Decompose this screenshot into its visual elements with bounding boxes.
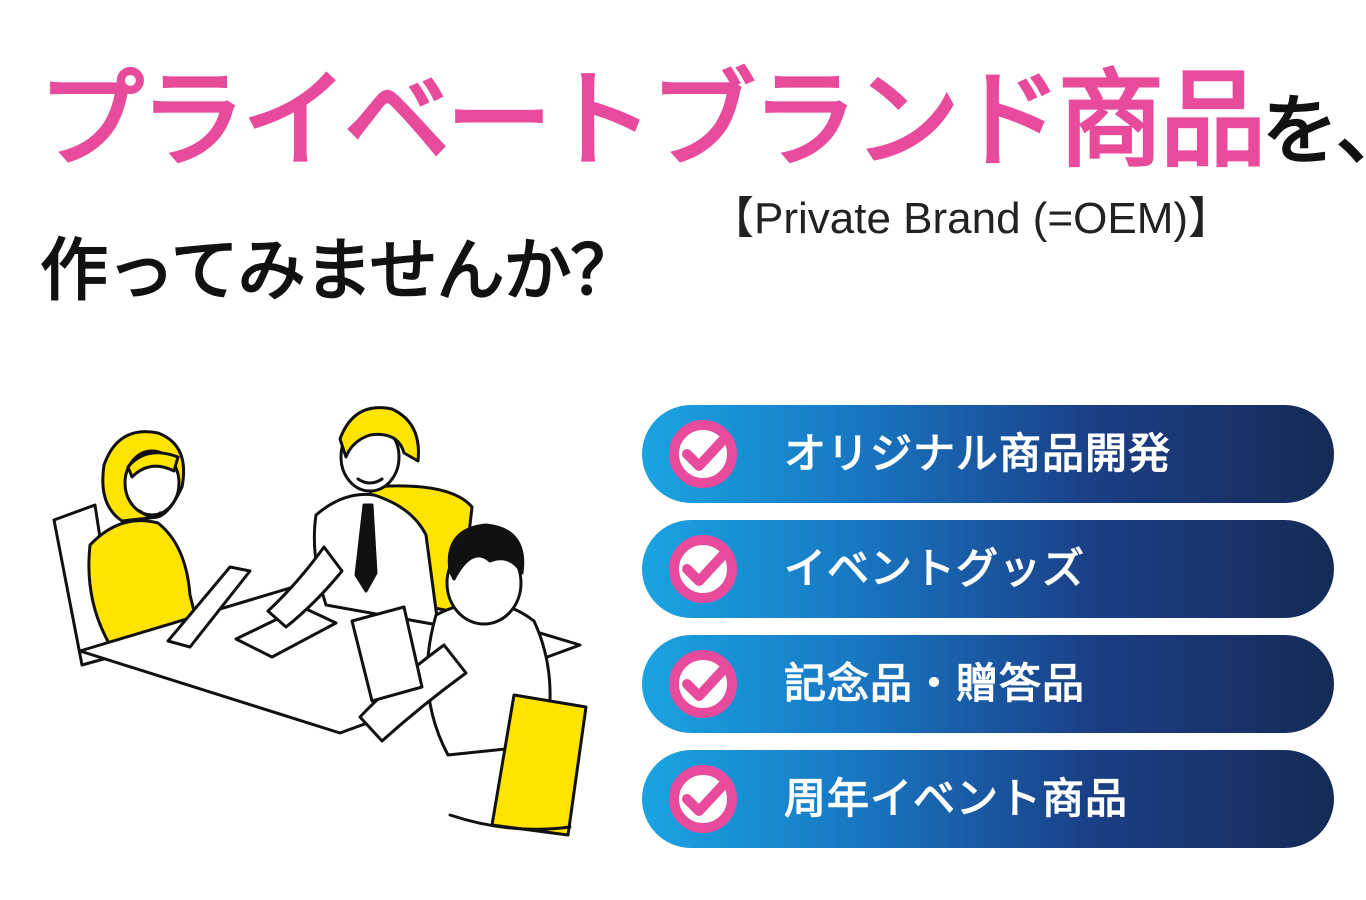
feature-label: 周年イベント商品 [784, 774, 1129, 823]
feature-item-anniversary-products: 周年イベント商品 [642, 750, 1334, 848]
check-circle-icon [669, 420, 737, 488]
question-heading: 作ってみませんか？ [40, 232, 639, 311]
paper-left [166, 565, 252, 649]
check-circle-icon [669, 765, 737, 833]
meeting-illustration [52, 406, 588, 837]
feature-list: オリジナル商品開発 イベントグッズ 記念品・贈答品 周年イベント商品 [642, 405, 1334, 865]
feature-item-event-goods: イベントグッズ [642, 520, 1334, 618]
feature-label: オリジナル商品開発 [784, 429, 1172, 478]
subtitle-private-brand: 【Private Brand (=OEM)】 [710, 194, 1233, 243]
feature-item-commemorative-gifts: 記念品・贈答品 [642, 635, 1334, 733]
check-circle-icon [669, 650, 737, 718]
front-man-hair [447, 523, 525, 581]
center-man-hair [338, 406, 420, 463]
center-man-arm [266, 545, 344, 629]
headline-main: プライベートブランド商品 [38, 59, 1266, 182]
front-man-tablet [350, 605, 424, 703]
check-circle-icon [669, 535, 737, 603]
headline: プライベートブランド商品を、 [38, 68, 1366, 174]
headline-suffix: を、 [1262, 86, 1366, 175]
feature-label: イベントグッズ [784, 544, 1086, 593]
front-chair [490, 693, 588, 837]
feature-item-original-product: オリジナル商品開発 [642, 405, 1334, 503]
feature-label: 記念品・贈答品 [784, 659, 1086, 708]
center-man-tie [354, 503, 378, 593]
